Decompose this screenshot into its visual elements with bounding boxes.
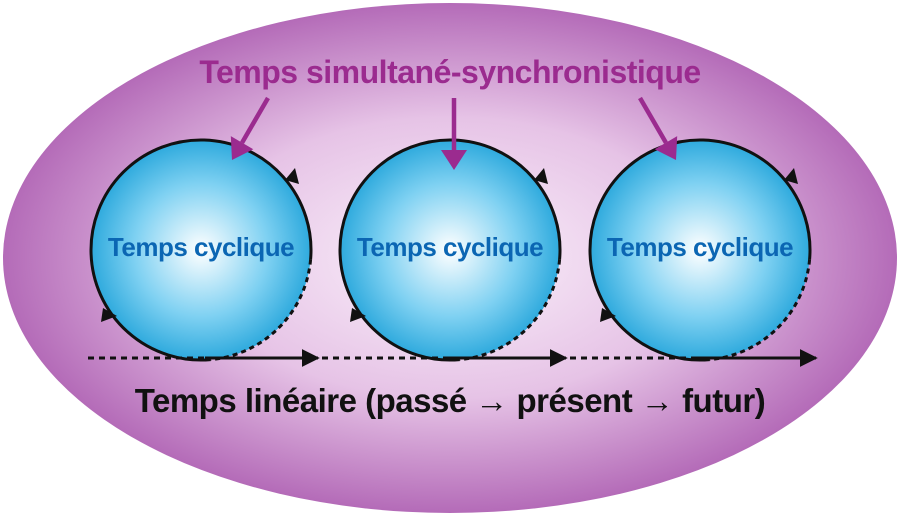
cycle-arrowhead-right bbox=[534, 168, 548, 184]
pointer-head bbox=[230, 136, 254, 160]
cycle-dashed-arc bbox=[459, 259, 562, 362]
title-label: Temps simultané-synchronistique bbox=[199, 54, 701, 90]
pointer-arrow-2 bbox=[441, 98, 467, 170]
linear-middle: présent bbox=[516, 382, 633, 419]
linear-arrow-2: → bbox=[640, 382, 674, 419]
cycle-solid-arc bbox=[588, 138, 812, 362]
cycle-1 bbox=[89, 138, 313, 362]
cycle-label-2: Temps cyclique bbox=[356, 232, 544, 262]
cycle-circle bbox=[590, 140, 810, 360]
linear-time-label: Temps linéaire (passé → présent → futur) bbox=[0, 382, 900, 420]
cycle-solid-arc bbox=[338, 138, 562, 362]
cycle-arrowhead-right bbox=[784, 168, 798, 184]
pointer-arrow-1 bbox=[230, 96, 270, 160]
cycle-3 bbox=[588, 138, 812, 362]
pointer-arrow-3 bbox=[638, 96, 678, 160]
pointer-head bbox=[441, 150, 467, 170]
cycle-label-1: Temps cyclique bbox=[107, 232, 295, 262]
cycle-arrowhead-left bbox=[350, 308, 366, 322]
pointer-shaft bbox=[638, 96, 668, 144]
cycle-arrowhead-right bbox=[285, 168, 299, 184]
linear-suffix: futur) bbox=[682, 382, 766, 419]
pointer-shaft bbox=[240, 96, 270, 144]
cycle-2 bbox=[338, 138, 562, 362]
cycle-arrowhead-left bbox=[101, 308, 117, 322]
cycle-arrowhead-left bbox=[600, 308, 616, 322]
linear-prefix: Temps linéaire (passé bbox=[134, 382, 467, 419]
cycle-circles bbox=[89, 138, 812, 362]
cycle-dashed-arc bbox=[709, 259, 812, 362]
cycle-label-3: Temps cyclique bbox=[606, 232, 794, 262]
cycle-circle bbox=[340, 140, 560, 360]
synchronistic-pointers bbox=[230, 96, 678, 170]
cycle-dashed-arc bbox=[210, 259, 313, 362]
linear-arrow-1: → bbox=[475, 382, 508, 419]
pointer-head bbox=[654, 136, 678, 160]
cycle-circle bbox=[91, 140, 311, 360]
cycle-solid-arc bbox=[89, 138, 313, 362]
